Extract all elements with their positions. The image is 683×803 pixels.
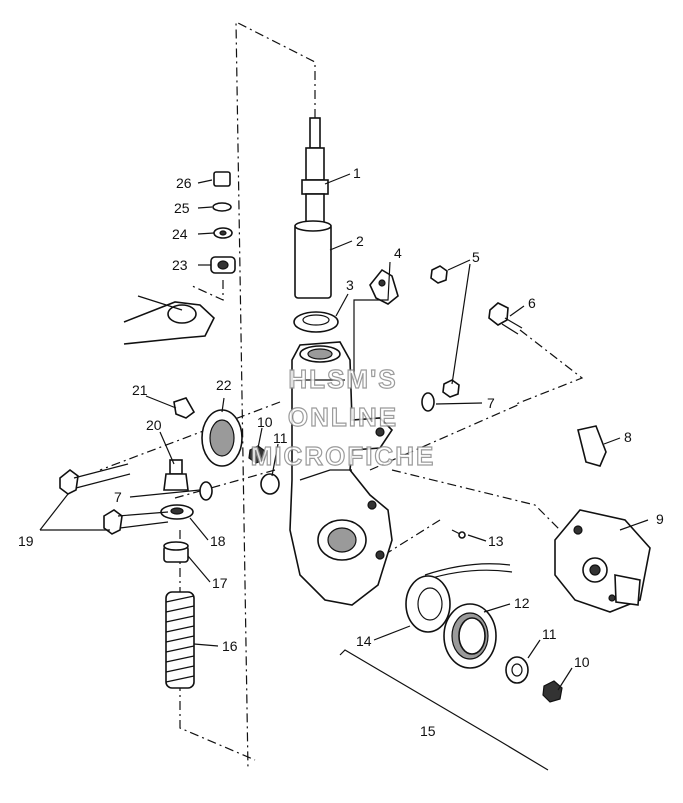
part-19-bolts xyxy=(59,463,169,535)
callout-10-lower: 10 xyxy=(574,654,590,670)
part-26-nut xyxy=(213,171,231,187)
watermark-line-1: HLSM'S xyxy=(288,364,397,394)
steering-arm xyxy=(123,295,215,345)
part-14-ring xyxy=(405,575,451,633)
callout-21: 21 xyxy=(132,382,148,398)
part-8-pad xyxy=(577,425,607,467)
callout-20: 20 xyxy=(146,417,162,433)
callout-10-upper: 10 xyxy=(257,414,273,430)
callout-9: 9 xyxy=(656,511,664,527)
part-15-group-bracket xyxy=(339,649,549,771)
part-20-fitting xyxy=(163,459,189,491)
callout-3: 3 xyxy=(346,277,354,293)
callout-17: 17 xyxy=(212,575,228,591)
steering-knuckle xyxy=(289,341,394,606)
part-7-washers xyxy=(199,392,435,501)
part-24-washer xyxy=(213,227,233,239)
callout-4: 4 xyxy=(394,245,402,261)
part-16-spring xyxy=(165,591,195,689)
part-4-bracket xyxy=(369,268,399,305)
part-6-bolt xyxy=(488,302,523,335)
callout-1: 1 xyxy=(353,165,361,181)
part-12-bearing xyxy=(443,603,497,669)
callout-11-upper: 11 xyxy=(273,430,288,446)
callout-14: 14 xyxy=(356,633,372,649)
callout-22: 22 xyxy=(216,377,232,393)
callout-8: 8 xyxy=(624,429,632,445)
callout-11-lower: 11 xyxy=(542,626,557,642)
callout-labels: 1 2 3 4 5 6 7 7 8 9 10 10 11 11 12 13 14… xyxy=(18,165,664,739)
part-23-bushing xyxy=(210,256,236,274)
callout-25: 25 xyxy=(174,200,190,216)
callout-15: 15 xyxy=(420,723,436,739)
callout-23: 23 xyxy=(172,257,188,273)
part-5-nuts xyxy=(430,265,460,398)
part-2-sleeve xyxy=(294,220,332,299)
part-25-washer xyxy=(212,202,232,212)
callout-6: 6 xyxy=(528,295,536,311)
callout-13: 13 xyxy=(488,533,504,549)
callout-7-left: 7 xyxy=(114,489,122,505)
watermark-line-2: ONLINE xyxy=(288,402,398,432)
part-9-caliper xyxy=(554,509,651,613)
callout-5: 5 xyxy=(472,249,480,265)
callout-16: 16 xyxy=(222,638,238,654)
callout-7-right: 7 xyxy=(487,395,495,411)
part-17-spring-cap xyxy=(163,541,189,563)
part-11-washers xyxy=(260,473,529,684)
callout-12: 12 xyxy=(514,595,530,611)
part-1-shaft xyxy=(301,117,329,225)
callout-26: 26 xyxy=(176,175,192,191)
watermark: HLSM'S ONLINE MICROFICHE xyxy=(250,363,436,471)
watermark-line-3: MICROFICHE xyxy=(251,441,436,471)
callout-2: 2 xyxy=(356,233,364,249)
part-21-nipple xyxy=(173,397,196,419)
callout-19: 19 xyxy=(18,533,34,549)
callout-18: 18 xyxy=(210,533,226,549)
callout-24: 24 xyxy=(172,226,188,242)
part-3-bushing xyxy=(293,311,339,333)
part-22-seal xyxy=(201,409,243,467)
leader-lines xyxy=(39,173,649,691)
